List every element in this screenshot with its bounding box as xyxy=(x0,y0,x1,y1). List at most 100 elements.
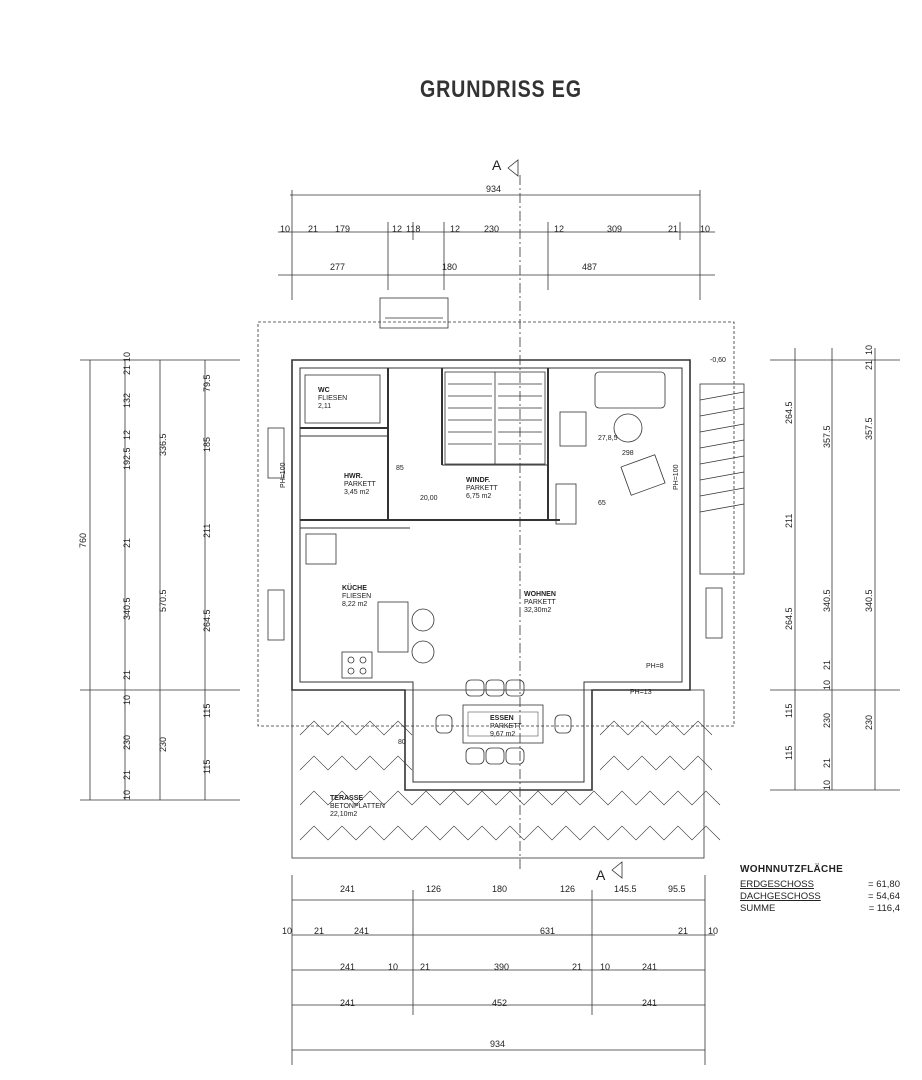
area-row-sum: SUMME = 116,4 xyxy=(740,903,900,915)
area-row-eg: ERDGESCHOSS = 61,80 xyxy=(740,879,900,891)
door-ph-13: PH=13 xyxy=(630,689,652,696)
bottom-dim-overall: 934 xyxy=(490,1039,505,1049)
room-floor: PARKETT xyxy=(466,485,498,492)
bottom-dim-label: 241 xyxy=(340,884,355,894)
living-dim-298: 298 xyxy=(622,450,634,457)
inner-wall xyxy=(299,367,683,783)
section-arrow-bottom xyxy=(611,861,623,879)
left-dim-label: 21 xyxy=(122,365,132,375)
window-hatch-left-bottom xyxy=(267,589,285,641)
top-dim-label: 21 xyxy=(308,224,318,234)
room-name: WC xyxy=(318,387,330,394)
level-mark: -0,60 xyxy=(710,357,726,364)
room-area: 8,22 m2 xyxy=(342,601,367,608)
section-label-top: A xyxy=(492,157,502,173)
right-dim-label: 21 xyxy=(822,660,832,670)
left-dim-label: 264.5 xyxy=(202,609,212,632)
bottom-dim-label: 145.5 xyxy=(614,884,637,894)
bottom-dim-label: 180 xyxy=(492,884,507,894)
living-dim-65: 65 xyxy=(598,500,606,507)
left-dim-label: 10 xyxy=(122,695,132,705)
room-floor: PARKETT xyxy=(524,599,556,606)
top-dim-label: 180 xyxy=(442,262,457,272)
hall-dim-85: 85 xyxy=(396,465,404,472)
room-floor: PARKETT xyxy=(344,481,376,488)
left-dim-label: 340.5 xyxy=(122,597,132,620)
room-floor: FLIESEN xyxy=(342,593,371,600)
left-dim-label: 132 xyxy=(122,393,132,408)
top-dim-label: 21 xyxy=(668,224,678,234)
left-dim-label: 211 xyxy=(202,524,212,538)
bottom-dim-label: 10 xyxy=(708,926,718,936)
left-dim-label: 185 xyxy=(202,437,212,452)
bottom-dim-label: 241 xyxy=(642,998,657,1008)
armchair-left xyxy=(559,411,587,447)
room-name: TERASSE xyxy=(330,795,363,802)
left-dim-label: 192.5 xyxy=(122,447,132,470)
top-dim-label: 179 xyxy=(335,224,350,234)
wc-room-outline xyxy=(304,374,381,424)
bottom-dim-label: 241 xyxy=(340,998,355,1008)
right-dim-label: 21 xyxy=(864,360,874,370)
bottom-dim-label: 21 xyxy=(420,962,430,972)
left-dim-label: 115 xyxy=(202,760,212,774)
left-dim-label: 21 xyxy=(122,670,132,680)
right-dim-label: 340.5 xyxy=(822,589,832,612)
top-dim-label: 118 xyxy=(406,224,420,234)
bottom-dim-label: 631 xyxy=(540,926,555,936)
top-dim-label: 12 xyxy=(392,224,402,234)
terrace xyxy=(291,689,705,859)
area-summary-heading: WOHNNUTZFLÄCHE xyxy=(740,864,844,875)
dining-table xyxy=(462,704,544,744)
window-hatch-right xyxy=(705,587,723,639)
door-ph-8: PH=8 xyxy=(646,663,664,670)
left-dim-label: 336.5 xyxy=(158,433,168,456)
bottom-dim-label: 241 xyxy=(340,962,355,972)
area-value: = 116,4 xyxy=(868,903,900,914)
left-dim-label: 79.5 xyxy=(202,374,212,392)
area-label: ERDGESCHOSS xyxy=(740,879,814,890)
armchair-right xyxy=(620,454,666,496)
left-dim-label: 12 xyxy=(122,430,132,440)
kitchen-island xyxy=(377,601,409,653)
stair-level: 20,00 xyxy=(420,495,438,502)
top-dim-label: 10 xyxy=(700,224,710,234)
area-value: = 61,80 xyxy=(868,879,900,890)
right-dim-label: 115 xyxy=(784,746,794,760)
right-dim-label: 115 xyxy=(784,704,794,718)
right-dim-label: 357.5 xyxy=(864,417,874,440)
room-area: 32,30m2 xyxy=(524,607,551,614)
left-dim-label: 21 xyxy=(122,538,132,548)
area-value: = 54,64 xyxy=(868,891,900,902)
bottom-dim-label: 10 xyxy=(282,926,292,936)
top-dim-overall: 934 xyxy=(486,184,501,194)
bottom-dim-label: 21 xyxy=(572,962,582,972)
bottom-dim-label: 21 xyxy=(678,926,688,936)
room-floor: BETONPLATTEN xyxy=(330,803,385,810)
boundary-dashed xyxy=(257,321,735,727)
window-ph-100-left: PH=100 xyxy=(280,462,287,488)
area-label: SUMME xyxy=(740,903,776,914)
top-dim-label: 230 xyxy=(484,224,499,234)
right-dim-label: 357.5 xyxy=(822,425,832,448)
drawing-title: GRUNDRISS EG xyxy=(420,76,582,103)
bottom-dim-label: 95.5 xyxy=(668,884,686,894)
left-dim-label: 230 xyxy=(158,737,168,752)
top-dim-label: 277 xyxy=(330,262,345,272)
right-dim-label: 10 xyxy=(864,345,874,355)
room-floor: PARKETT xyxy=(490,723,522,730)
right-dim-label: 264.5 xyxy=(784,607,794,630)
bottom-dim-label: 126 xyxy=(560,884,575,894)
dining-dim-80: 80 xyxy=(398,739,406,746)
stove xyxy=(555,483,577,525)
bottom-dim-label: 241 xyxy=(354,926,369,936)
room-area: 3,45 m2 xyxy=(344,489,369,496)
